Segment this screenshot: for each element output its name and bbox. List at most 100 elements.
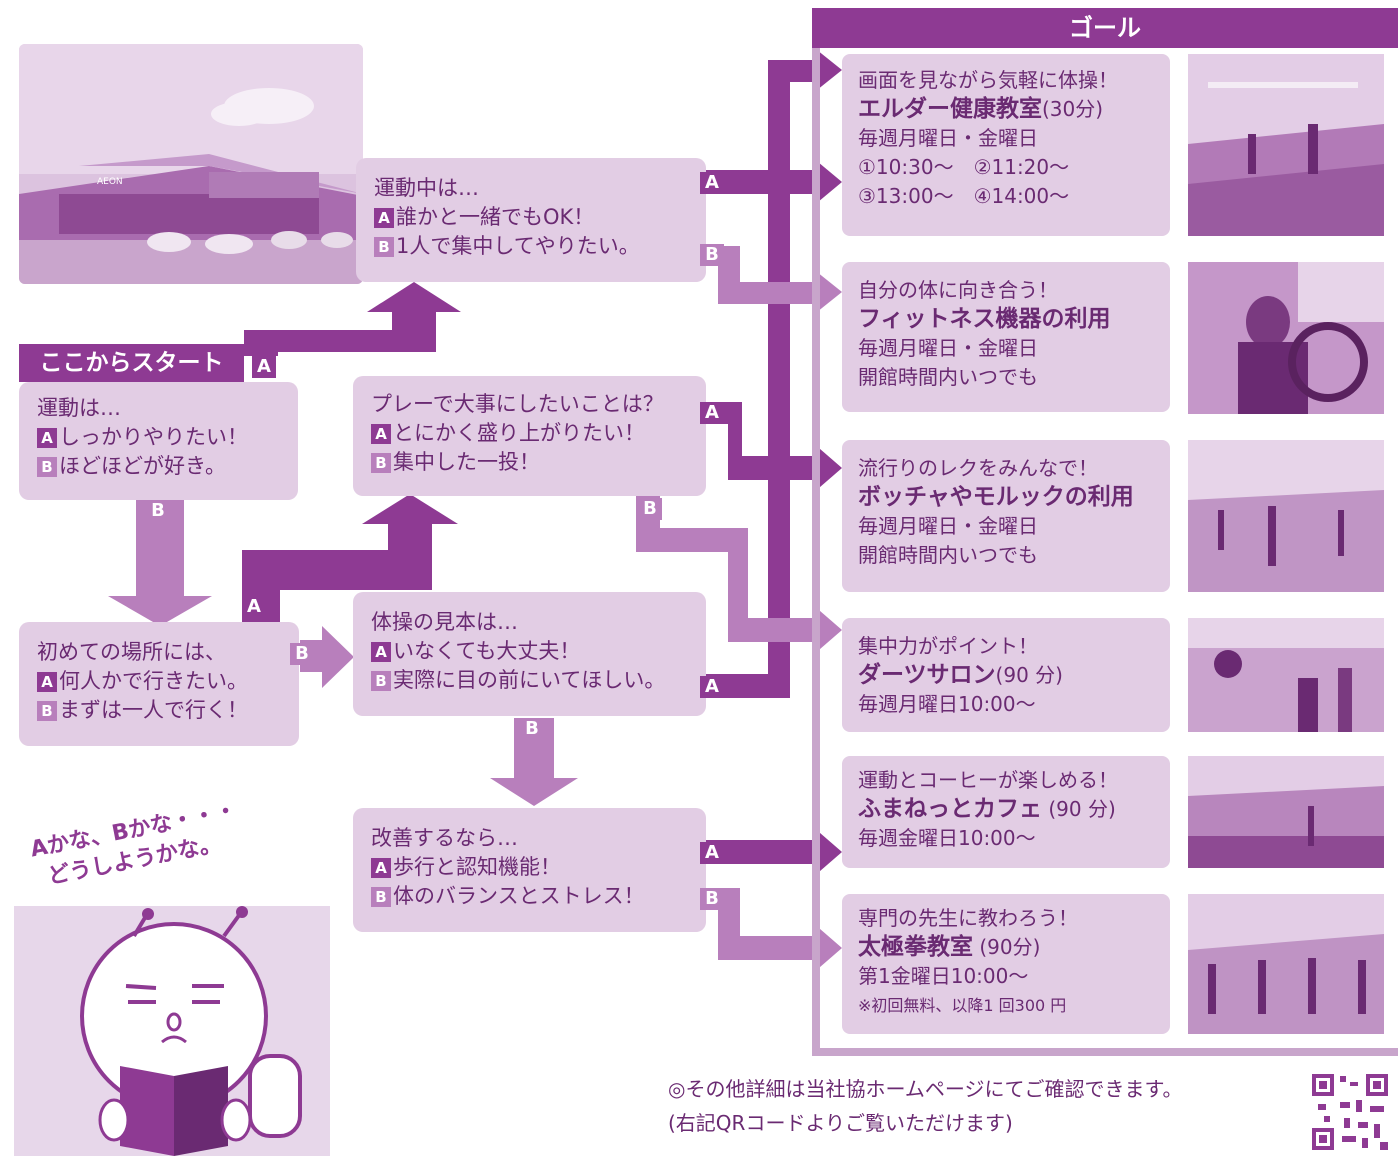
goal-times: 開館時間内いつでも [858, 365, 1038, 389]
start-label: ここからスタート [19, 344, 244, 382]
tag-b: B [290, 643, 314, 665]
arrow-play-a [706, 402, 842, 494]
option-b: 実際に目の前にいてほしい。 [393, 668, 666, 692]
arrow-first-a [242, 494, 458, 622]
goal-name: 太極拳教室 [858, 934, 973, 960]
goal-times: ①10:30～ ②11:20～ [858, 155, 1070, 179]
option-a: いなくても大丈夫！ [393, 639, 581, 663]
option-b: ほどほどが好き。 [59, 454, 226, 478]
question-text: 改善するなら… [371, 826, 518, 850]
goal-tagline: 自分の体に向き合う！ [858, 278, 1058, 302]
goal-card-darts: 集中力がポイント！ ダーツサロン(90 分) 毎週月曜日10:00～ [842, 618, 1170, 732]
goal-photo-darts [1188, 618, 1384, 732]
a-badge: A [371, 858, 391, 878]
footer-line: (右記QRコードよりご覧いただけます) [668, 1111, 1013, 1135]
goal-name: ダーツサロン [858, 662, 996, 688]
footer-note: ◎その他詳細は当社協ホームページにてご確認できます。 (右記QRコードよりご覧い… [668, 1072, 1182, 1140]
goal-tagline: 運動とコーヒーが楽しめる！ [858, 768, 1118, 792]
arrow-model-a [706, 674, 790, 698]
option-b: 体のバランスとストレス！ [393, 884, 645, 908]
goal-duration: (90 分) [995, 663, 1063, 687]
goal-name: ボッチャやモルックの利用 [858, 484, 1134, 510]
goal-duration: (90 分) [1042, 797, 1116, 821]
goal-tagline: 集中力がポイント！ [858, 634, 1038, 658]
goal-frame [812, 8, 1398, 1056]
option-a: とにかく盛り上がりたい！ [393, 421, 645, 445]
arrow-ex-a [706, 157, 842, 207]
goal-card-boccia: 流行りのレクをみんなで！ ボッチャやモルックの利用 毎週月曜日・金曜日 開館時間… [842, 440, 1170, 592]
arrow-improve-a [706, 826, 842, 878]
option-a: しっかりやりたい！ [59, 425, 248, 449]
goal-name: フィットネス機器の利用 [858, 306, 1111, 332]
question-text: 運動は… [37, 396, 121, 420]
goal-header: ゴール [812, 8, 1398, 48]
goal-photo-taichi [1188, 894, 1384, 1034]
tag-b: B [146, 500, 170, 522]
option-a: 歩行と認知機能！ [393, 855, 561, 879]
tag-b: B [700, 888, 724, 910]
goal-photo-boccia [1188, 440, 1384, 592]
goal-card-cafe: 運動とコーヒーが楽しめる！ ふまねっとカフェ (90 分) 毎週金曜日10:00… [842, 756, 1170, 868]
option-a: 何人かで行きたい。 [59, 669, 248, 693]
option-b: まずは一人で行く！ [59, 698, 248, 722]
footer-line: ◎その他詳細は当社協ホームページにてご確認できます。 [668, 1077, 1183, 1101]
b-badge: B [371, 887, 391, 907]
goal-duration: (90分) [973, 935, 1041, 959]
goal-duration: (30分) [1042, 97, 1104, 121]
a-badge: A [37, 672, 57, 692]
a-badge: A [374, 208, 394, 228]
question-text: 運動中は… [374, 176, 479, 200]
arrow-play-b [636, 496, 842, 656]
goal-times: ③13:00～ ④14:00～ [858, 184, 1070, 208]
goal-name: ふまねっとカフェ [858, 796, 1042, 822]
goal-times: 開館時間内いつでも [858, 543, 1038, 567]
option-a: 誰かと一緒でもOK！ [396, 205, 595, 229]
goal-photo-elder [1188, 54, 1384, 236]
goal-note: ※初回無料、以降1 回300 円 [858, 996, 1067, 1015]
tag-a: A [242, 596, 266, 618]
mascot-reading-illustration [14, 906, 330, 1156]
goal-schedule: 第1金曜日10:00～ [858, 964, 1029, 988]
goal-schedule: 毎週月曜日・金曜日 [858, 514, 1038, 538]
b-badge: B [374, 237, 394, 257]
goal-schedule: 毎週月曜日・金曜日 [858, 126, 1038, 150]
goal-photo-fitness [1188, 262, 1384, 414]
goal-tagline: 専門の先生に教わろう！ [858, 906, 1078, 930]
question-text: プレーで大事にしたいことは？ [371, 392, 664, 416]
option-b: 1人で集中してやりたい。 [396, 234, 640, 258]
store-sign: AEON [97, 177, 123, 187]
b-badge: B [37, 701, 57, 721]
option-b: 集中した一投！ [393, 450, 540, 474]
goal-card-elder: 画面を見ながら気軽に体操！ エルダー健康教室(30分) 毎週月曜日・金曜日 ①1… [842, 54, 1170, 236]
a-badge: A [371, 642, 391, 662]
a-badge: A [37, 428, 57, 448]
b-badge: B [371, 671, 391, 691]
tag-a: A [700, 402, 724, 424]
a-badge: A [371, 424, 391, 444]
tag-b: B [700, 244, 724, 266]
tag-b: B [520, 718, 544, 740]
tag-a: A [700, 172, 724, 194]
tag-a: A [700, 842, 724, 864]
goal-schedule: 毎週月曜日・金曜日 [858, 336, 1038, 360]
goal-schedule: 毎週金曜日10:00～ [858, 826, 1036, 850]
goal-photo-cafe [1188, 756, 1384, 868]
qr-code[interactable] [1310, 1072, 1390, 1152]
arrow-model-b [490, 718, 578, 806]
arrow-improve-b [706, 888, 842, 974]
arrow-start-b [108, 500, 212, 626]
arrow-ex-b [706, 246, 842, 316]
goal-card-fitness: 自分の体に向き合う！ フィットネス機器の利用 毎週月曜日・金曜日 開館時間内いつ… [842, 262, 1170, 412]
goal-tagline: 流行りのレクをみんなで！ [858, 456, 1098, 480]
goal-tagline: 画面を見ながら気軽に体操！ [858, 68, 1118, 92]
question-text: 体操の見本は… [371, 610, 518, 634]
goal-name: エルダー健康教室 [858, 96, 1042, 122]
arrow-start-a [244, 282, 461, 356]
trunk [768, 60, 790, 690]
